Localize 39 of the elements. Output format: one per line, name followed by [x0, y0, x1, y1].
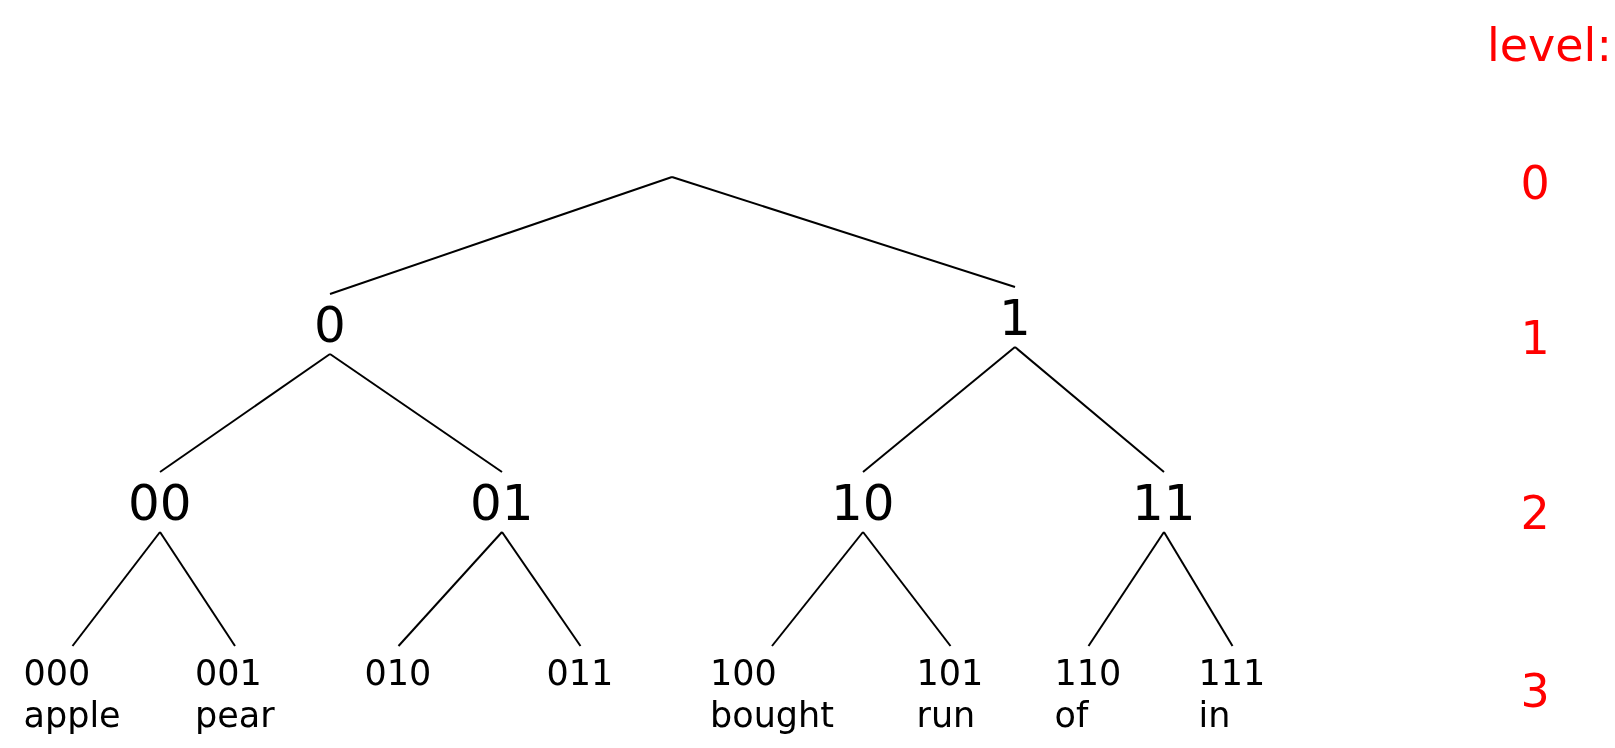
cluster-word: run: [916, 694, 977, 736]
tree-branch: [862, 531, 952, 647]
tree-branch: [159, 531, 236, 647]
cluster-code: 1: [999, 293, 1031, 343]
cluster-code: 10: [831, 478, 895, 528]
cluster-code: 010: [364, 652, 432, 694]
cluster-word: in: [1198, 694, 1232, 736]
cluster-code: 101: [916, 652, 984, 694]
cluster-word: pear: [195, 694, 275, 736]
cluster-code: 100: [710, 652, 778, 694]
cluster-word: apple: [23, 694, 121, 736]
level-number: 3: [1520, 668, 1550, 714]
cluster-code: 01: [470, 478, 534, 528]
cluster-code: 0: [314, 300, 346, 350]
cluster-code: 111: [1198, 652, 1266, 694]
level-heading: level:: [1487, 22, 1612, 68]
cluster-code: 000: [23, 652, 92, 694]
tree-branch: [329, 353, 503, 473]
level-number: 0: [1520, 160, 1550, 206]
tree-branch: [71, 531, 161, 647]
tree-branch: [1087, 531, 1165, 647]
tree-branch: [1163, 531, 1234, 647]
cluster-word: bought: [710, 694, 834, 736]
cluster-word: of: [1054, 694, 1090, 736]
cluster-code: 011: [546, 652, 614, 694]
tree-branch: [329, 176, 673, 295]
tree-branch: [1014, 346, 1165, 473]
tree-branch: [671, 176, 1016, 288]
cluster-code: 110: [1054, 652, 1122, 694]
tree-branch: [771, 531, 864, 647]
cluster-code: 001: [195, 652, 263, 694]
tree-branch: [397, 531, 503, 647]
level-number: 2: [1520, 490, 1550, 536]
tree-branch: [501, 531, 582, 647]
tree-branch: [862, 346, 1016, 473]
cluster-code: 11: [1132, 478, 1196, 528]
tree-branch: [159, 353, 331, 473]
level-number: 1: [1520, 315, 1550, 361]
cluster-code: 00: [128, 478, 192, 528]
